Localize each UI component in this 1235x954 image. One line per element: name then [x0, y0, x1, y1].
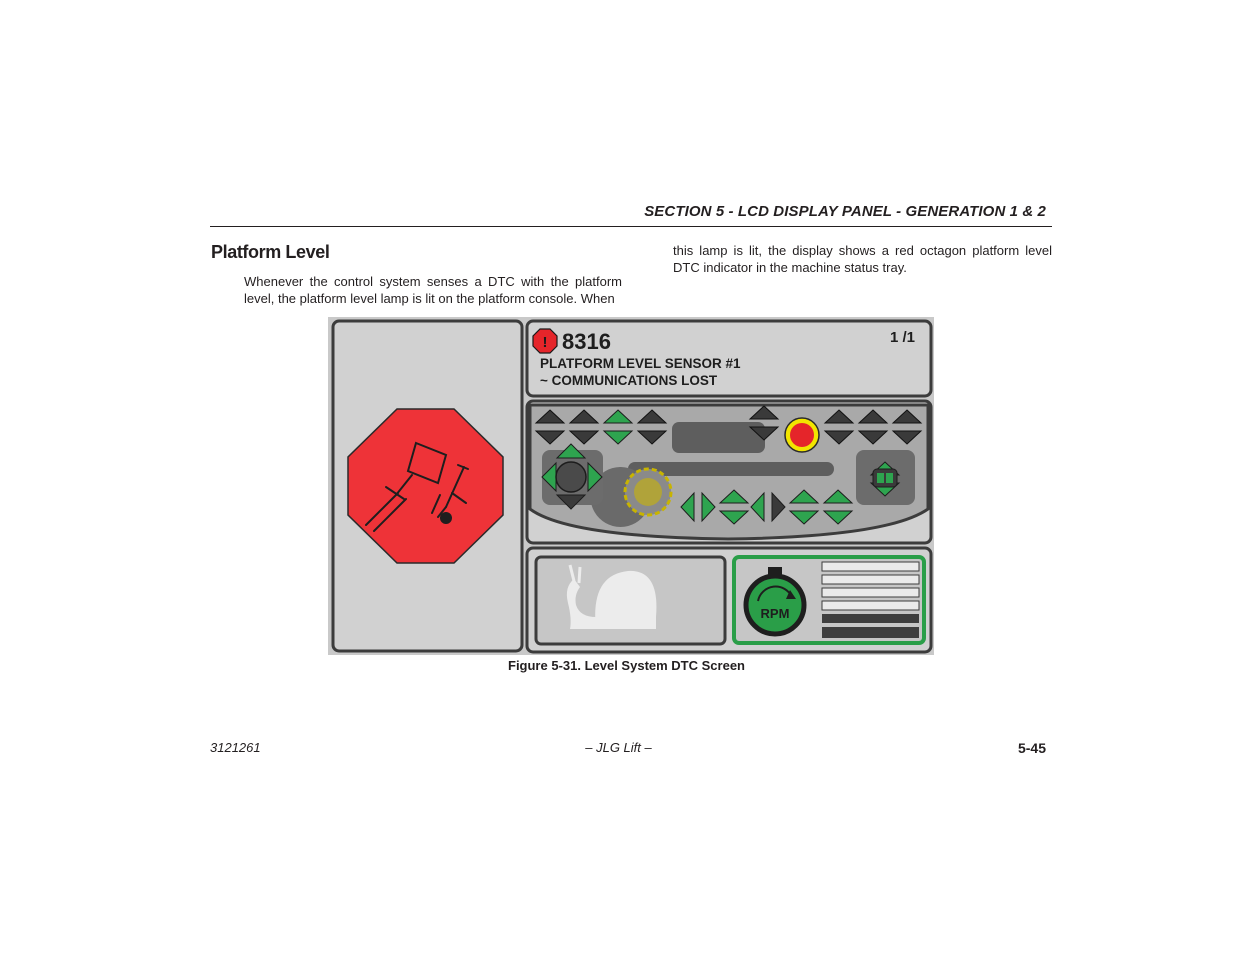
footer-doc-number: 3121261	[210, 740, 261, 755]
warning-exclamation-icon: !	[532, 328, 558, 354]
body-paragraph-left: Whenever the control system senses a DTC…	[244, 274, 622, 306]
body-paragraph-right: this lamp is lit, the display shows a re…	[673, 243, 1052, 275]
dtc-code: 8316	[562, 329, 611, 354]
drive-mode-icon	[870, 461, 900, 497]
dtc-page-indicator: 1 /1	[890, 329, 915, 346]
steer-dial-icon	[623, 467, 673, 517]
header-divider	[210, 226, 1052, 227]
joystick-icon	[541, 443, 603, 510]
lamp-indicator	[784, 417, 820, 453]
control-console-panel	[525, 399, 933, 545]
dtc-screen-figure: ! 8316 1 /1 PLATFORM LEVEL SENSOR #1 ~ C…	[328, 317, 934, 655]
footer-brand: – JLG Lift –	[585, 740, 652, 755]
dtc-description-line2: ~ COMMUNICATIONS LOST	[540, 373, 718, 388]
creep-snail-icon	[534, 555, 727, 646]
rpm-label: RPM	[761, 606, 790, 621]
page-title: Platform Level	[211, 242, 330, 262]
dtc-description-line1: PLATFORM LEVEL SENSOR #1	[540, 356, 741, 371]
platform-level-octagon-icon	[347, 408, 504, 564]
section-header: SECTION 5 - LCD DISPLAY PANEL - GENERATI…	[644, 203, 1046, 220]
figure-caption: Figure 5-31. Level System DTC Screen	[508, 658, 745, 673]
warning-mark: !	[543, 334, 548, 351]
footer-page-number: 5-45	[1017, 740, 1046, 756]
rpm-engine-icon: RPM	[732, 555, 926, 645]
